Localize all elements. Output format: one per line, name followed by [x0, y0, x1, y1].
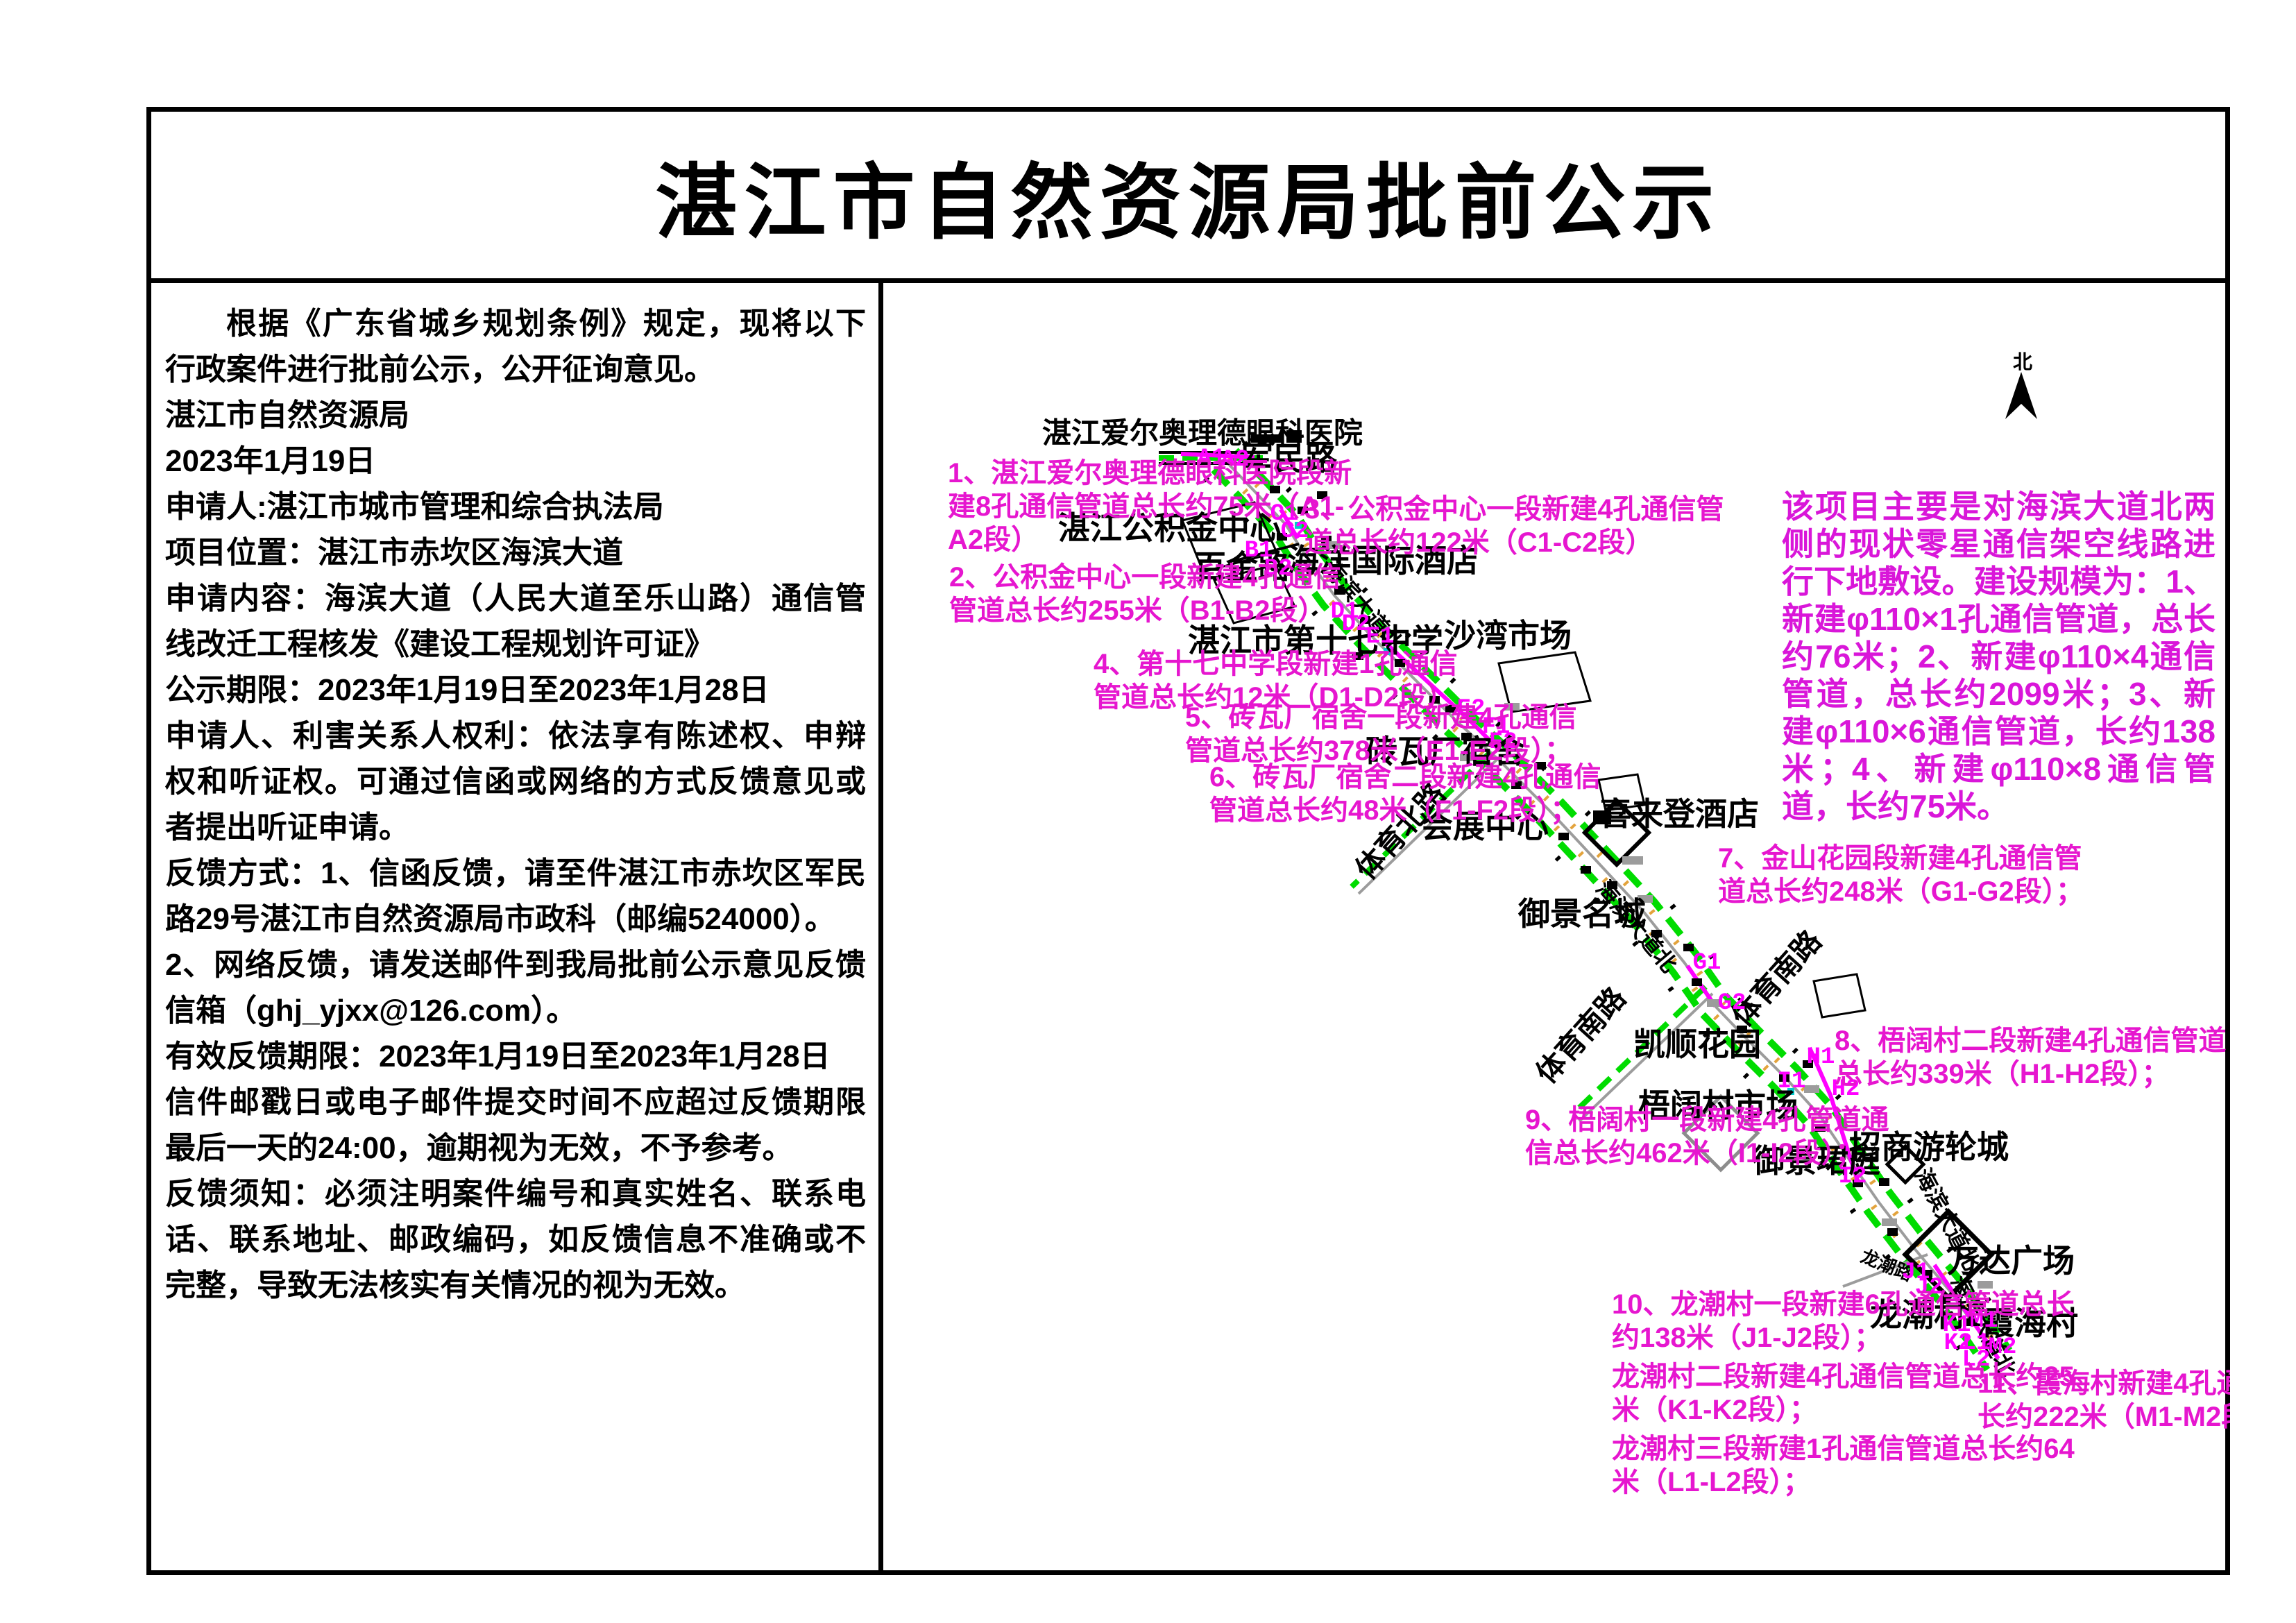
map-segment-note: 8、梧阔村二段新建4孔通信管道总长约339米（H1-H2段）；	[1835, 1026, 2227, 1089]
map-segment-note: 龙潮村三段新建1孔通信管道总长约64米（L1-L2段）；	[1612, 1434, 2075, 1497]
notice-period: 公示期限：2023年1月19日至2023年1月28日	[165, 673, 769, 707]
map-point-label: D1	[1330, 599, 1359, 625]
map-place-label: 砖瓦厂宿舍	[1366, 733, 1525, 770]
notice-issue-date: 2023年1月19日	[165, 444, 376, 478]
map-point-label: E2	[1456, 696, 1486, 722]
notice-location: 项目位置：湛江市赤坎区海滨大道	[165, 536, 623, 570]
page-title: 湛江市自然资源局批前公示	[655, 158, 1721, 249]
map-point-label: M2	[1988, 1334, 2017, 1361]
project-summary: 该项目主要是对海滨大道北两侧的现状零星通信架空线路进行下地敷设。建设规模为：1、…	[1782, 488, 2216, 824]
map-point-label: I1	[1777, 1069, 1806, 1095]
map-segment-note: 龙潮村二段新建4孔通信管道总长约25米（K1-K2段）；	[1612, 1361, 2075, 1425]
map-point-label: A2	[1221, 447, 1250, 473]
north-arrow: 北	[1998, 352, 2047, 372]
map-point-label: H1	[1806, 1044, 1835, 1071]
map-point-label: D2	[1341, 611, 1370, 638]
notice-feedback-online: 2、网络反馈，请发送邮件到我局批前公示意见反馈信箱（ghj_yjxx@126.c…	[165, 948, 866, 1028]
notice-feedback-mail: 反馈方式：1、信函反馈，请至件湛江市赤坎区军民路29号湛江市自然资源局市政科（邮…	[165, 856, 866, 936]
notice-content: 申请内容：海滨大道（人民大道至乐山路）通信管线改迁工程核发《建设工程规划许可证》	[165, 581, 866, 661]
map-point-label: B2	[1264, 556, 1293, 582]
map-segment-note: 2、公积金中心一段新建4孔通信管道总长约255米（B1-B2段）	[949, 562, 1341, 626]
map-point-label: G2	[1717, 990, 1746, 1017]
map-point-label: G1	[1692, 950, 1721, 976]
map-place-label: 凯顺花园	[1633, 1026, 1761, 1062]
map-place-label: 梧阔村市场	[1638, 1087, 1798, 1123]
map-point-label: L1	[1962, 1330, 1991, 1357]
map-place-label: 湛江爱尔奥理德眼科医院	[1041, 416, 1363, 450]
title-band: 湛江市自然资源局批前公示	[151, 112, 2225, 283]
map-place-label: 湛江市第十七中学	[1188, 622, 1443, 658]
map-point-label: F2	[1488, 729, 1517, 756]
notice-requirement: 反馈须知：必须注明案件编号和真实姓名、联系电话、联系地址、邮政编码，如反馈信息不…	[165, 1177, 866, 1302]
map-segment-note: 9、梧阔村一段新建4孔管道通信总长约462米（I1-I2段）；	[1525, 1105, 1889, 1169]
notice-rights: 申请人、利害关系人权利：依法享有陈述权、申辩权和听证权。可通过信函或网络的方式反…	[165, 719, 866, 844]
map-segment-note: 11、霞海村新建4孔通信管道总长约222米（M1-M2段）；	[1978, 1368, 2230, 1432]
map-point-label: K1	[1942, 1312, 1971, 1339]
map-point-label: M1	[1969, 1308, 1998, 1334]
map-point-label: I2	[1838, 1164, 1867, 1190]
notice-text-column: 根据《广东省城乡规划条例》规定，现将以下行政案件进行批前公示，公开征询意见。 湛…	[151, 283, 883, 1570]
map-point-label: L2	[1962, 1347, 1991, 1373]
map-point-label: J2	[1914, 1275, 1944, 1301]
map-point-label: C1	[1270, 501, 1299, 527]
map-segment-note: 10、龙潮村一段新建6孔通信管道总长约138米（J1-J2段）；	[1612, 1289, 2075, 1353]
map-point-label: J1	[1901, 1259, 1930, 1286]
map-segment-note: 5、砖瓦厂宿舍一段新建4孔通信管道总长约378米（E1-E2段）；	[1185, 702, 1577, 766]
notice-intro: 根据《广东省城乡规划条例》规定，现将以下行政案件进行批前公示，公开征询意见。	[165, 307, 866, 386]
map-place-label: 海洋国际酒店	[1287, 543, 1479, 579]
map-point-label: K2	[1944, 1330, 1973, 1357]
map-place-label: 御景名城	[1518, 896, 1646, 932]
map-place-label: 湛江公积金中心	[1058, 510, 1282, 546]
map-place-label: 招商游轮城	[1849, 1129, 2009, 1165]
notice-deadline-note: 信件邮戳日或电子邮件提交时间不应超过反馈期限最后一天的24:00，逾期视为无效，…	[165, 1085, 866, 1165]
north-arrow-icon	[2005, 372, 2037, 419]
document-sheet: 湛江市自然资源局批前公示 根据《广东省城乡规划条例》规定，现将以下行政案件进行批…	[146, 107, 2230, 1575]
notice-valid-period: 有效反馈期限：2023年1月19日至2023年1月28日	[165, 1039, 831, 1073]
map-place-label: 体育南路	[1529, 980, 1632, 1090]
map-place-label: 御景珺庭	[1753, 1143, 1880, 1179]
road-map-drawing	[1159, 372, 2037, 1380]
map-label-layer: 湛江爱尔奥理德眼科医院军民路湛江公积金中心百金路海洋国际酒店湛江市第十七中学沙湾…	[888, 283, 2230, 1570]
map-point-label: H2	[1831, 1076, 1860, 1103]
map-segment-note: 6、砖瓦厂宿舍二段新建4孔通信管道总长约48米（F1-F2段）；	[1209, 762, 1601, 826]
map-point-label: F1	[1481, 714, 1511, 740]
map-segment-note: 7、金山花园段新建4孔通信管道总长约248米（G1-G2段）；	[1718, 843, 2084, 907]
map-place-label: 喜来登酒店	[1599, 796, 1759, 832]
map-place-label: 会展中心	[1421, 808, 1549, 844]
map-place-label: 军民路	[1241, 441, 1337, 477]
map-place-label: 龙潮村	[1870, 1297, 1966, 1333]
map-segment-note: 4、第十七中学段新建1孔通信管道总长约12米（D1-D2段）	[1094, 649, 1458, 713]
map-point-label: C2	[1280, 518, 1309, 545]
map-place-label: 霞海村	[1982, 1305, 2078, 1341]
map-point-label: B1	[1244, 538, 1273, 564]
map-place-label: 万达广场	[1947, 1243, 2075, 1279]
map-segment-note: 1、湛江爱尔奥理德眼科医院段新建8孔通信管道总长约75米（A1-A2段）	[948, 458, 1352, 555]
route-map: 北 该项目主要是对海滨大道北两侧的现状零星通信架空线路进行下地敷设。建设规模为：…	[888, 283, 2230, 1570]
notice-applicant: 申请人:湛江市城市管理和综合执法局	[165, 490, 664, 524]
map-place-label: 体育南路	[1725, 924, 1828, 1033]
map-point-label: E1	[1366, 624, 1395, 650]
map-place-label: 沙湾市场	[1444, 618, 1572, 654]
map-point-label: A1	[1197, 445, 1226, 472]
north-label: 北	[2012, 351, 2032, 373]
map-place-label: 百金路	[1194, 549, 1290, 585]
map-segment-note: 3、公积金中心一段新建4孔通信管道总长约122米（C1-C2段）	[1304, 494, 1724, 558]
notice-issuer: 湛江市自然资源局	[165, 398, 409, 432]
